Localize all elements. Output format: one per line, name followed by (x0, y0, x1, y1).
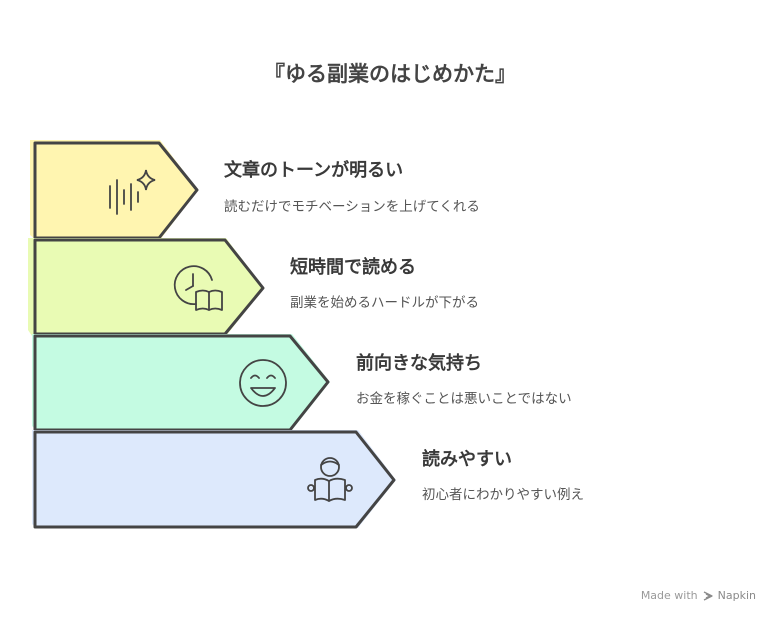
band-2-outline (33, 238, 265, 336)
item-2-title: 短時間で読める (290, 257, 416, 278)
watermark-prefix: Made with (640, 589, 698, 602)
page-title: 『ゆる副業のはじめかた』 (264, 62, 516, 86)
napkin-watermark: Made with Napkin (641, 589, 756, 602)
band-4 (32, 430, 396, 529)
item-3-description: お金を稼ぐことは悪いことではない (356, 391, 572, 407)
item-3-title: 前向きな気持ち (356, 353, 482, 374)
band-4-outline (33, 430, 396, 529)
person-reading-icon (307, 457, 353, 502)
napkin-logo-icon (703, 590, 713, 601)
band-4-fill (32, 430, 396, 528)
band-1-fill (30, 140, 198, 240)
band-3-fill (32, 334, 330, 430)
item-4-description: 初心者にわかりやすい例え (422, 487, 584, 503)
band-3-outline (33, 334, 330, 432)
clock-book-icon (173, 265, 223, 311)
smiley-face-icon (239, 359, 287, 407)
band-3 (32, 334, 330, 432)
item-4-title: 読みやすい (422, 449, 512, 470)
band-2 (28, 238, 265, 336)
item-2-description: 副業を始めるハードルが下がる (290, 295, 479, 311)
watermark-brand: Napkin (717, 589, 756, 602)
band-2-fill (28, 238, 264, 336)
sound-sparkle-icon (109, 169, 156, 215)
band-1-outline (33, 141, 199, 240)
band-1 (30, 140, 199, 240)
item-1-description: 読むだけでモチベーションを上げてくれる (224, 199, 480, 215)
item-1-title: 文章のトーンが明るい (224, 160, 404, 181)
